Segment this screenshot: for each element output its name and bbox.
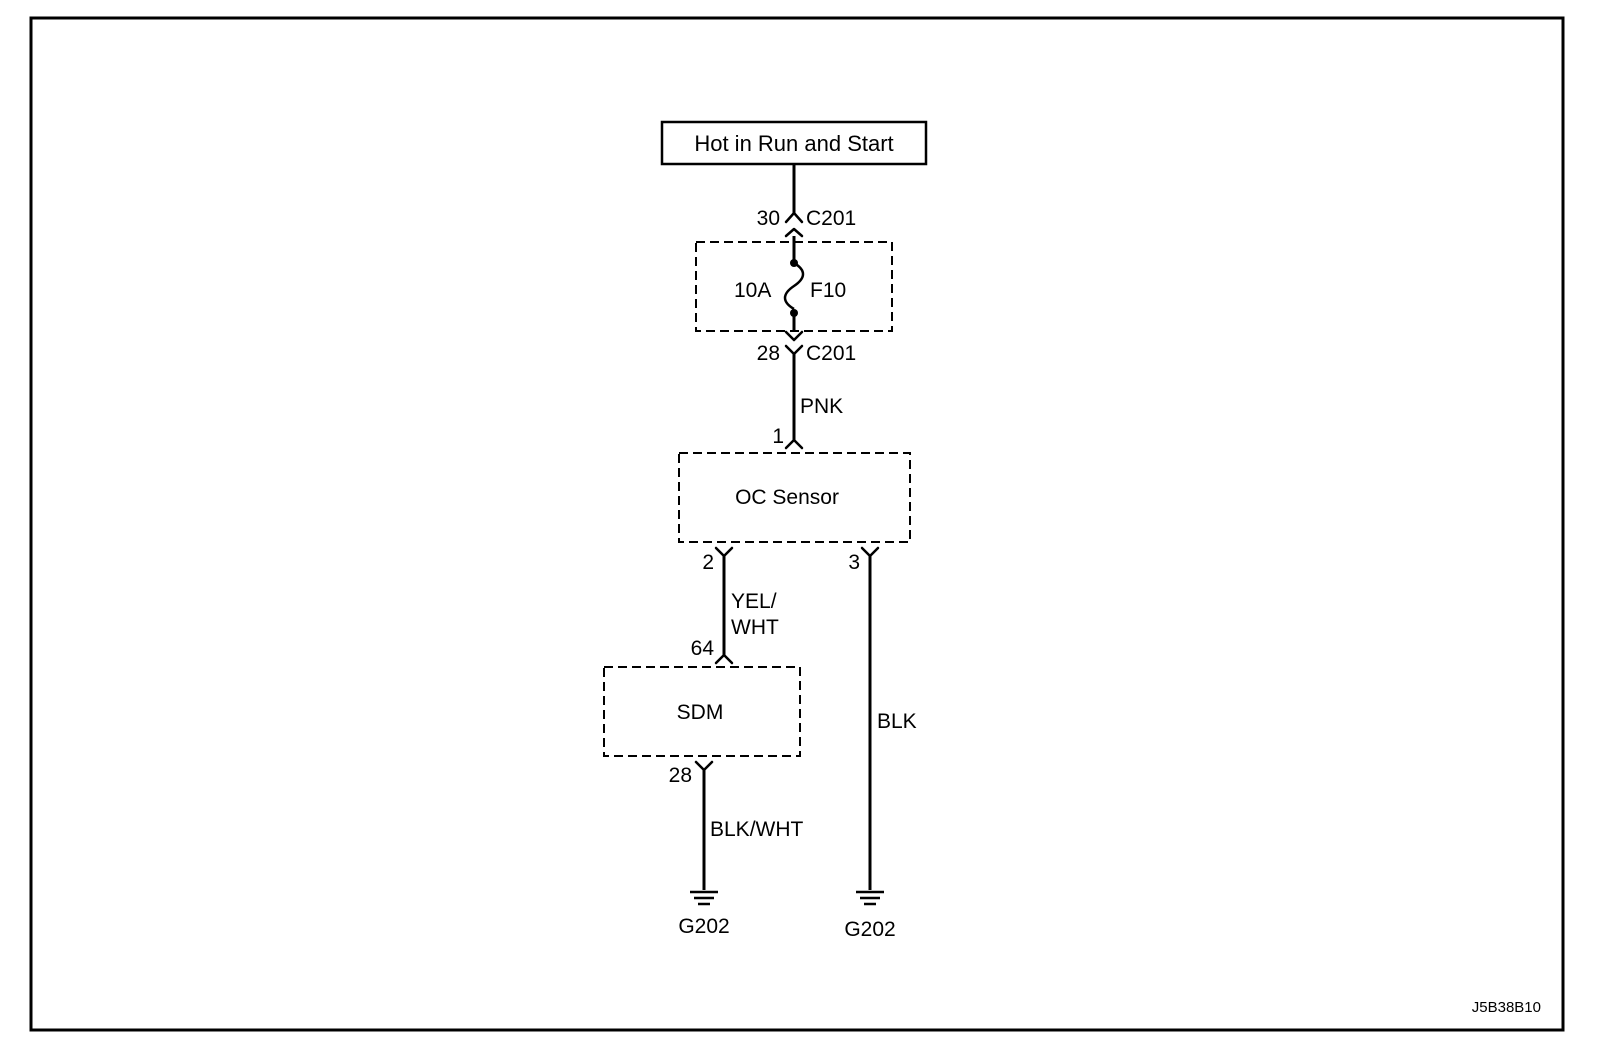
oc-sensor-label: OC Sensor xyxy=(735,486,839,509)
power-source-box: Hot in Run and Start xyxy=(660,120,928,166)
wire-yel-wht-label-1: YEL/ xyxy=(731,590,777,613)
oc-sensor-pin1-connector: 1 xyxy=(772,425,804,450)
wire-pnk-label: PNK xyxy=(800,395,843,418)
diagram-code: J5B38B10 xyxy=(1472,999,1541,1016)
c201-out-name: C201 xyxy=(806,342,856,365)
sdm-pin64-connector: 64 xyxy=(691,637,734,665)
ground-symbol-left xyxy=(690,890,718,906)
oc-sensor-pin-left: 2 xyxy=(702,551,714,574)
c201-out-pin: 28 xyxy=(757,342,780,365)
fuse-name: F10 xyxy=(810,279,846,302)
ground-right-label: G202 xyxy=(844,918,895,941)
connector-c201-pin30: 30 C201 xyxy=(757,207,856,238)
oc-sensor-pin-right: 3 xyxy=(848,551,860,574)
c201-in-pin: 30 xyxy=(757,207,780,230)
diagram-frame xyxy=(29,16,1565,1032)
oc-sensor-box xyxy=(678,452,911,543)
fuse-rating: 10A xyxy=(734,279,771,302)
oc-sensor-pin2-connector: 2 xyxy=(702,546,734,574)
sdm-pin-in: 64 xyxy=(691,637,715,660)
fuse-symbol xyxy=(783,236,805,331)
oc-sensor-pin-in: 1 xyxy=(772,425,784,448)
oc-sensor-pin3-connector: 3 xyxy=(848,546,880,574)
power-source-label: Hot in Run and Start xyxy=(694,131,893,156)
sdm-pin-out: 28 xyxy=(669,764,692,787)
c201-in-name: C201 xyxy=(806,207,856,230)
sdm-label: SDM xyxy=(677,701,724,724)
wire-blk-label: BLK xyxy=(877,710,917,733)
sdm-box xyxy=(603,666,801,757)
ground-left-label: G202 xyxy=(678,915,729,938)
ground-symbol-right xyxy=(856,890,884,906)
wire-yel-wht-label-2: WHT xyxy=(731,616,779,639)
connector-c201-pin28: 28 C201 xyxy=(757,330,856,365)
wire-blk-wht-label: BLK/WHT xyxy=(710,818,804,841)
